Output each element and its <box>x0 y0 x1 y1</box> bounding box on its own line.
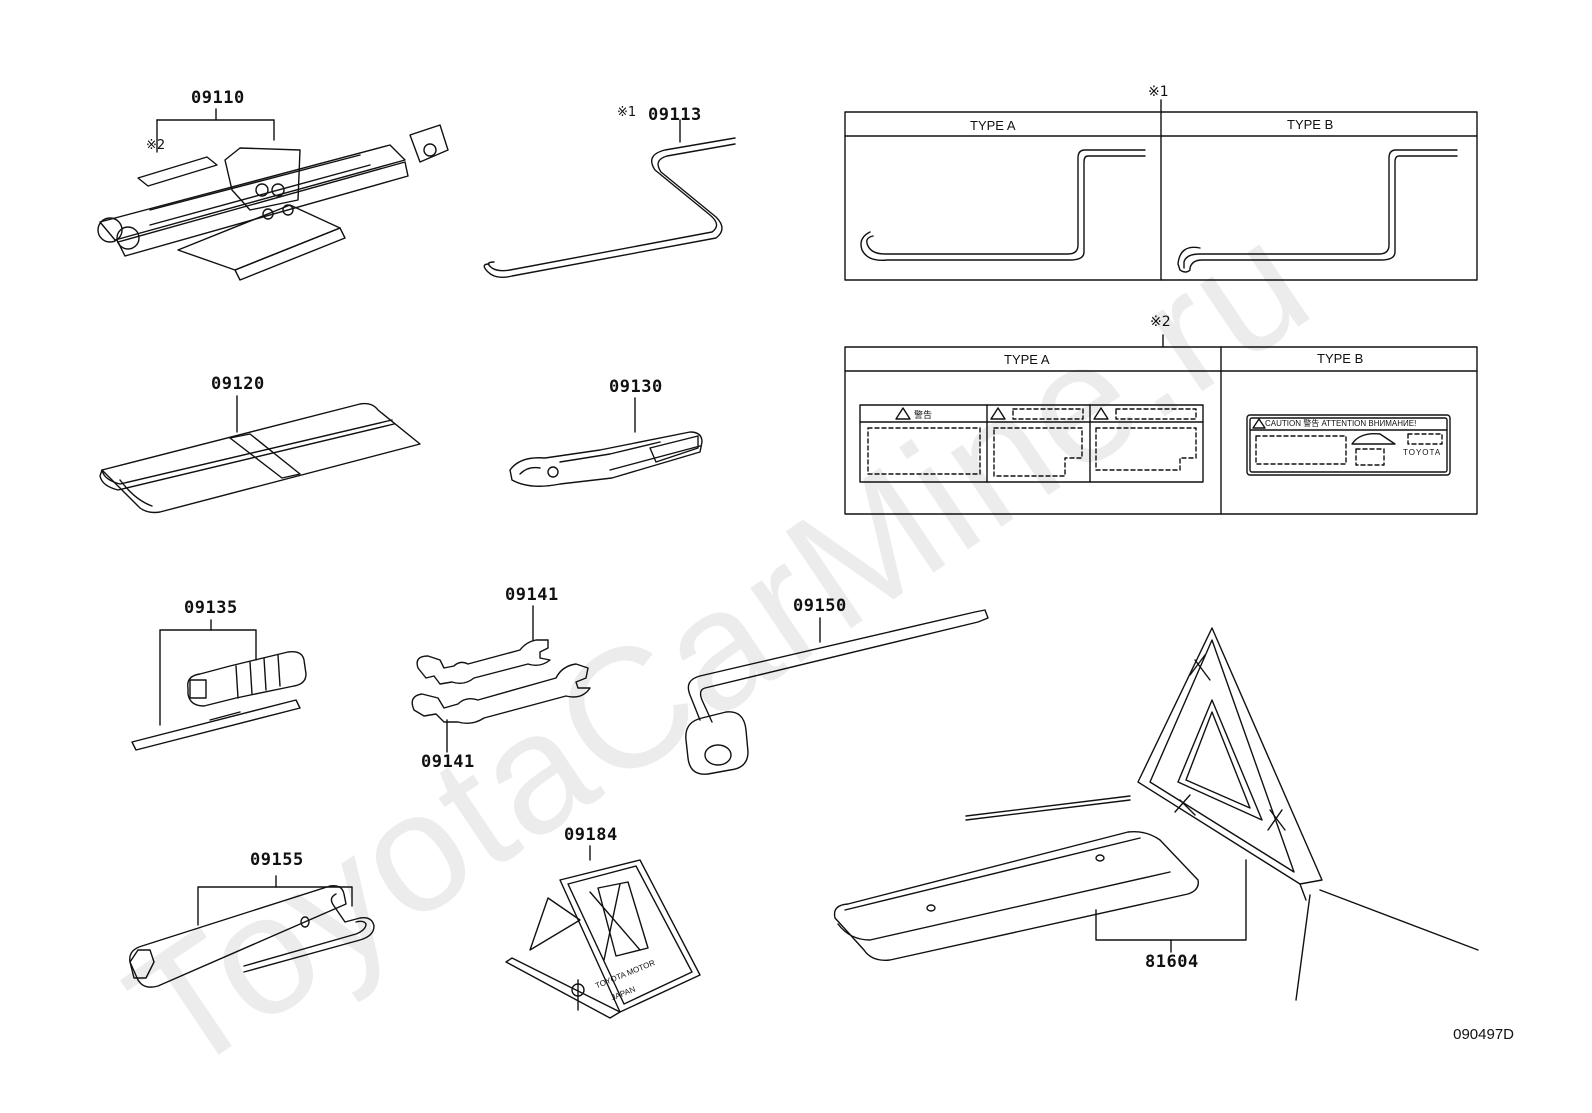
label-warning-jp: 警告 <box>914 410 933 420</box>
callout-09141-upper: 09141 <box>505 585 559 605</box>
callout-09141-lower: 09141 <box>421 752 475 772</box>
lug-wrench <box>685 609 989 775</box>
note1-marker-handle: ※1 <box>617 105 637 120</box>
table1-type-a: TYPE A <box>970 118 1016 133</box>
scissor-jack <box>97 108 449 281</box>
table-note2 <box>844 334 1478 515</box>
warning-triangle-kit <box>833 627 1479 1001</box>
callout-09120: 09120 <box>211 374 265 394</box>
table2-type-b: TYPE B <box>1317 351 1364 366</box>
callout-09135: 09135 <box>184 598 238 618</box>
callout-09184: 09184 <box>564 825 618 845</box>
callout-09113: 09113 <box>648 105 702 125</box>
callout-09150: 09150 <box>793 596 847 616</box>
label-caution-line: CAUTION 警告 ATTENTION ВНИМАНИЕ! <box>1265 419 1417 428</box>
hub-nut-wrench <box>129 875 375 988</box>
wrench-pair <box>411 605 591 753</box>
screwdriver-set <box>131 619 307 751</box>
label-brand: TOYOTA <box>1403 448 1442 457</box>
callout-81604: 81604 <box>1145 952 1199 972</box>
jack-handle <box>483 119 736 279</box>
note1-marker: ※1 <box>1148 84 1169 100</box>
callout-09110: 09110 <box>191 88 245 108</box>
pliers <box>509 397 703 487</box>
callout-09155: 09155 <box>250 850 304 870</box>
callout-09130: 09130 <box>609 377 663 397</box>
tool-bag <box>99 395 421 514</box>
table-note1 <box>844 99 1478 281</box>
note2-marker: ※2 <box>1150 314 1171 330</box>
note2-marker-jack: ※2 <box>146 138 166 153</box>
table1-type-b: TYPE B <box>1287 117 1334 132</box>
table2-type-a: TYPE A <box>1004 352 1050 367</box>
wheel-chock <box>505 845 701 1019</box>
drawing-id: 090497D <box>1453 1026 1514 1043</box>
